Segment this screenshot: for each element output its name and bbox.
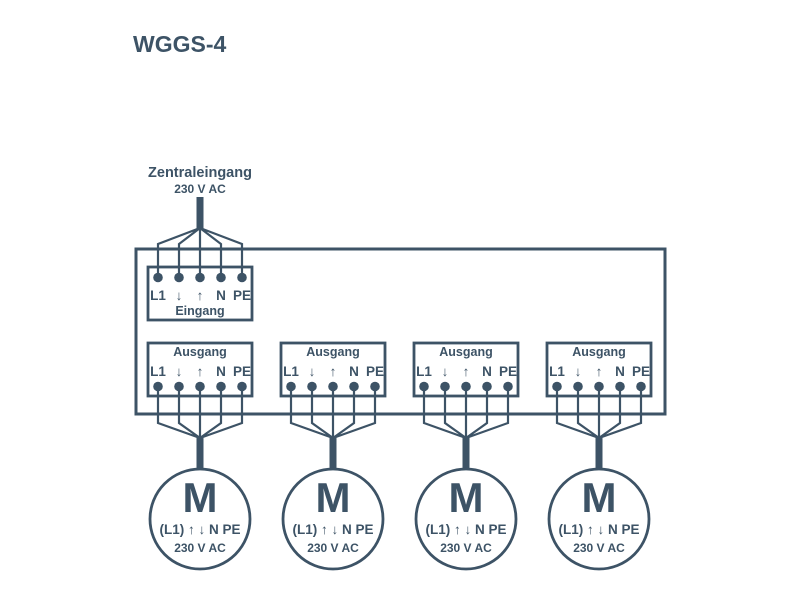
output-terminal-label-n: N: [216, 364, 226, 379]
terminal-dot: [174, 272, 184, 283]
output-block-name: Ausgang: [173, 345, 226, 359]
output-terminal-label-pe: PE: [499, 364, 517, 379]
terminal-dot: [482, 381, 492, 392]
motor-symbol: M: [582, 474, 617, 521]
terminal-dot: [328, 381, 338, 392]
output-terminal-label-pe: PE: [632, 364, 650, 379]
output-block-name: Ausgang: [439, 345, 492, 359]
motor-circle: [281, 467, 385, 571]
terminal-dot: [349, 381, 359, 392]
output-terminal-label-pe: PE: [366, 364, 384, 379]
diagram-title: WGGS-4: [133, 31, 226, 57]
terminal-dot: [237, 381, 247, 392]
output-terminal-label-down-arrow: ↓: [176, 364, 183, 379]
output-block-name: Ausgang: [572, 345, 625, 359]
output-terminal-label-n: N: [615, 364, 625, 379]
motor-terminals: (L1) ↑ ↓ N PE: [292, 522, 373, 537]
output-terminal-label-l1: L1: [150, 364, 166, 379]
output-terminal-label-pe: PE: [233, 364, 251, 379]
output-terminal-label-down-arrow: ↓: [309, 364, 316, 379]
terminal-dot: [573, 381, 583, 392]
motor-circle: [414, 467, 518, 571]
terminal-dot: [370, 381, 380, 392]
output-terminal-label-l1: L1: [549, 364, 565, 379]
terminal-dot: [552, 381, 562, 392]
input-terminal-label-pe: PE: [233, 288, 251, 303]
terminal-dot: [440, 381, 450, 392]
terminal-dot: [174, 381, 184, 392]
output-channel-3: Ausgang L1 ↓ ↑ N PE M (L1) ↑ ↓ N PE 230 …: [412, 341, 520, 571]
motor-symbol: M: [449, 474, 484, 521]
motor-symbol: M: [316, 474, 351, 521]
input-block-name: Eingang: [175, 304, 224, 318]
input-terminal-label-down-arrow: ↓: [176, 288, 183, 303]
motor-terminals: (L1) ↑ ↓ N PE: [558, 522, 639, 537]
terminal-dot: [195, 272, 205, 283]
output-terminal-label-up-arrow: ↑: [330, 364, 337, 379]
input-channel: Zentraleingang 230 V AC L1 ↓ ↑ N PE Eing…: [146, 165, 254, 322]
terminal-dot: [216, 381, 226, 392]
motor-voltage: 230 V AC: [307, 541, 359, 555]
input-block-outline: [146, 265, 254, 322]
terminal-dot: [419, 381, 429, 392]
input-terminal-label-n: N: [216, 288, 226, 303]
output-terminal-label-up-arrow: ↑: [463, 364, 470, 379]
motor-circle: [547, 467, 651, 571]
motor-terminals: (L1) ↑ ↓ N PE: [425, 522, 506, 537]
output-terminal-label-n: N: [349, 364, 359, 379]
motor-fan-wires: [422, 386, 510, 440]
motor-fan-wires: [289, 386, 377, 440]
terminal-dot: [461, 381, 471, 392]
motor-symbol: M: [183, 474, 218, 521]
terminal-dot: [195, 381, 205, 392]
terminal-dot: [594, 381, 604, 392]
feed-voltage: 230 V AC: [174, 182, 226, 196]
output-terminal-label-up-arrow: ↑: [197, 364, 204, 379]
output-block-name: Ausgang: [306, 345, 359, 359]
device-outline: [134, 247, 667, 416]
terminal-dot: [286, 381, 296, 392]
output-channel-2: Ausgang L1 ↓ ↑ N PE M (L1) ↑ ↓ N PE 230 …: [279, 341, 387, 571]
output-channel-1: Ausgang L1 ↓ ↑ N PE M (L1) ↑ ↓ N PE 230 …: [146, 341, 254, 571]
terminal-dot: [307, 381, 317, 392]
feed-label: Zentraleingang: [148, 165, 252, 181]
terminal-dot: [216, 272, 226, 283]
motor-fan-wires: [156, 386, 244, 440]
terminal-dot: [503, 381, 513, 392]
terminal-dot: [636, 381, 646, 392]
output-terminal-label-n: N: [482, 364, 492, 379]
output-terminal-label-down-arrow: ↓: [442, 364, 449, 379]
terminal-dot: [153, 381, 163, 392]
motor-circle: [148, 467, 252, 571]
output-terminal-label-up-arrow: ↑: [596, 364, 603, 379]
motor-voltage: 230 V AC: [573, 541, 625, 555]
output-terminal-label-down-arrow: ↓: [575, 364, 582, 379]
input-terminal-label-l1: L1: [150, 288, 166, 303]
feed-fan-wires: [156, 226, 244, 274]
terminal-dot: [153, 272, 163, 283]
motor-voltage: 230 V AC: [440, 541, 492, 555]
input-terminal-label-up-arrow: ↑: [197, 288, 204, 303]
output-channel-4: Ausgang L1 ↓ ↑ N PE M (L1) ↑ ↓ N PE 230 …: [545, 341, 653, 571]
output-terminal-label-l1: L1: [416, 364, 432, 379]
terminal-dot: [615, 381, 625, 392]
motor-fan-wires: [555, 386, 643, 440]
motor-voltage: 230 V AC: [174, 541, 226, 555]
output-terminal-label-l1: L1: [283, 364, 299, 379]
motor-terminals: (L1) ↑ ↓ N PE: [159, 522, 240, 537]
terminal-dot: [237, 272, 247, 283]
